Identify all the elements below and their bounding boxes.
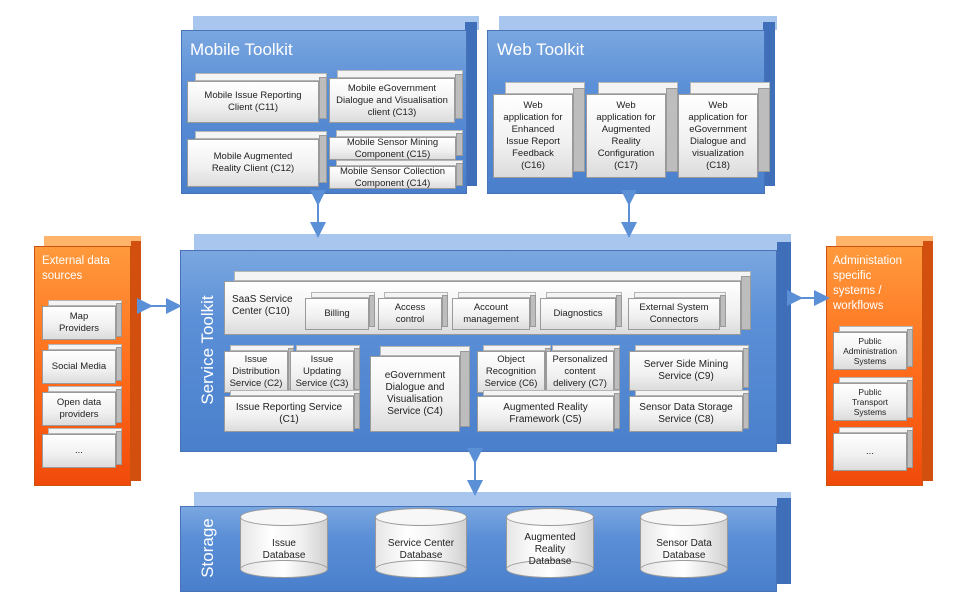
diagnostics-label: Diagnostics	[540, 298, 616, 330]
c2-box: Issue Distribution Service (C2)	[224, 345, 294, 393]
admin-systems-title: Administation specific systems / workflo…	[833, 255, 903, 312]
admin-more-box: ...	[833, 427, 913, 471]
open-data-providers-label: Open data providers	[42, 392, 116, 426]
c5-label: Augmented Reality Framework (C5)	[477, 396, 614, 432]
c13-label: Mobile eGovernment Dialogue and Visualis…	[329, 78, 455, 123]
access-control-box: Access control	[378, 292, 448, 330]
service-center-database-label: Service Center Database	[387, 538, 455, 561]
c17-label: Web application for Augmented Reality Co…	[586, 94, 666, 178]
c7-label: Personalized content delivery (C7)	[546, 351, 614, 393]
public-transport-systems-label: Public Transport Systems	[833, 383, 907, 421]
c16-label: Web application for Enhanced Issue Repor…	[493, 94, 573, 178]
c6-box: Object Recognition Service (C6)	[477, 345, 551, 393]
admin-more-label: ...	[833, 433, 907, 471]
open-data-providers-box: Open data providers	[42, 386, 122, 426]
web-toolkit-title: Web Toolkit	[497, 40, 585, 59]
c2-label: Issue Distribution Service (C2)	[224, 351, 288, 393]
c3-box: Issue Updating Service (C3)	[290, 345, 360, 393]
c18-box: Web application for eGovernment Dialogue…	[678, 82, 770, 178]
sensor-data-database-cylinder: Sensor Data Database	[640, 508, 728, 578]
c9-box: Server Side Mining Service (C9)	[629, 345, 749, 391]
c5-box: Augmented Reality Framework (C5)	[477, 390, 620, 432]
public-transport-systems-box: Public Transport Systems	[833, 377, 913, 421]
map-providers-label: Map Providers	[42, 306, 116, 340]
c3-label: Issue Updating Service (C3)	[290, 351, 354, 393]
ar-database-label: Augmented Reality Database	[524, 532, 576, 567]
service-center-database-cylinder: Service Center Database	[375, 508, 467, 578]
c15-box: Mobile Sensor Mining Component (C15)	[329, 130, 463, 160]
external-connectors-box: External System Connectors	[628, 292, 726, 330]
ar-database-cylinder: Augmented Reality Database	[506, 508, 594, 578]
c11-label: Mobile Issue Reporting Client (C11)	[187, 81, 319, 123]
billing-label: Billing	[305, 298, 369, 330]
c1-label: Issue Reporting Service (C1)	[224, 396, 354, 432]
c15-label: Mobile Sensor Mining Component (C15)	[329, 137, 456, 160]
social-media-box: Social Media	[42, 344, 122, 384]
c14-box: Mobile Sensor Collection Component (C14)	[329, 160, 463, 189]
public-admin-systems-box: Public Administration Systems	[833, 326, 913, 370]
external-connectors-label: External System Connectors	[628, 298, 720, 330]
c7-box: Personalized content delivery (C7)	[546, 345, 620, 393]
mobile-toolkit-title: Mobile Toolkit	[190, 40, 293, 59]
account-management-label: Account management	[452, 298, 530, 330]
billing-box: Billing	[305, 292, 375, 330]
c14-label: Mobile Sensor Collection Component (C14)	[329, 166, 456, 189]
c1-box: Issue Reporting Service (C1)	[224, 390, 360, 432]
c18-label: Web application for eGovernment Dialogue…	[678, 94, 758, 178]
sensor-data-database-label: Sensor Data Database	[656, 538, 712, 561]
external-data-sources-title: External data sources	[42, 255, 110, 282]
external-more-box: ...	[42, 428, 122, 468]
c8-box: Sensor Data Storage Service (C8)	[629, 390, 749, 432]
c9-label: Server Side Mining Service (C9)	[629, 351, 743, 391]
social-media-label: Social Media	[42, 350, 116, 384]
c12-box: Mobile Augmented Reality Client (C12)	[187, 131, 327, 187]
c11-box: Mobile Issue Reporting Client (C11)	[187, 73, 327, 123]
c8-label: Sensor Data Storage Service (C8)	[629, 396, 743, 432]
c12-label: Mobile Augmented Reality Client (C12)	[187, 139, 319, 187]
issue-database-cylinder: Issue Database	[240, 508, 328, 578]
issue-database-label: Issue Database	[262, 538, 306, 561]
external-more-label: ...	[42, 434, 116, 468]
c4-label: eGovernment Dialogue and Visualisation S…	[370, 356, 460, 432]
c6-label: Object Recognition Service (C6)	[477, 351, 545, 393]
diagnostics-box: Diagnostics	[540, 292, 622, 330]
account-management-box: Account management	[452, 292, 536, 330]
access-control-label: Access control	[378, 298, 442, 330]
public-admin-systems-label: Public Administration Systems	[833, 332, 907, 370]
map-providers-box: Map Providers	[42, 300, 122, 340]
c16-box: Web application for Enhanced Issue Repor…	[493, 82, 585, 178]
c4-box: eGovernment Dialogue and Visualisation S…	[370, 346, 470, 432]
c13-box: Mobile eGovernment Dialogue and Visualis…	[329, 70, 463, 123]
c17-box: Web application for Augmented Reality Co…	[586, 82, 678, 178]
saas-label: SaaS Service Center (C10)	[232, 294, 293, 317]
